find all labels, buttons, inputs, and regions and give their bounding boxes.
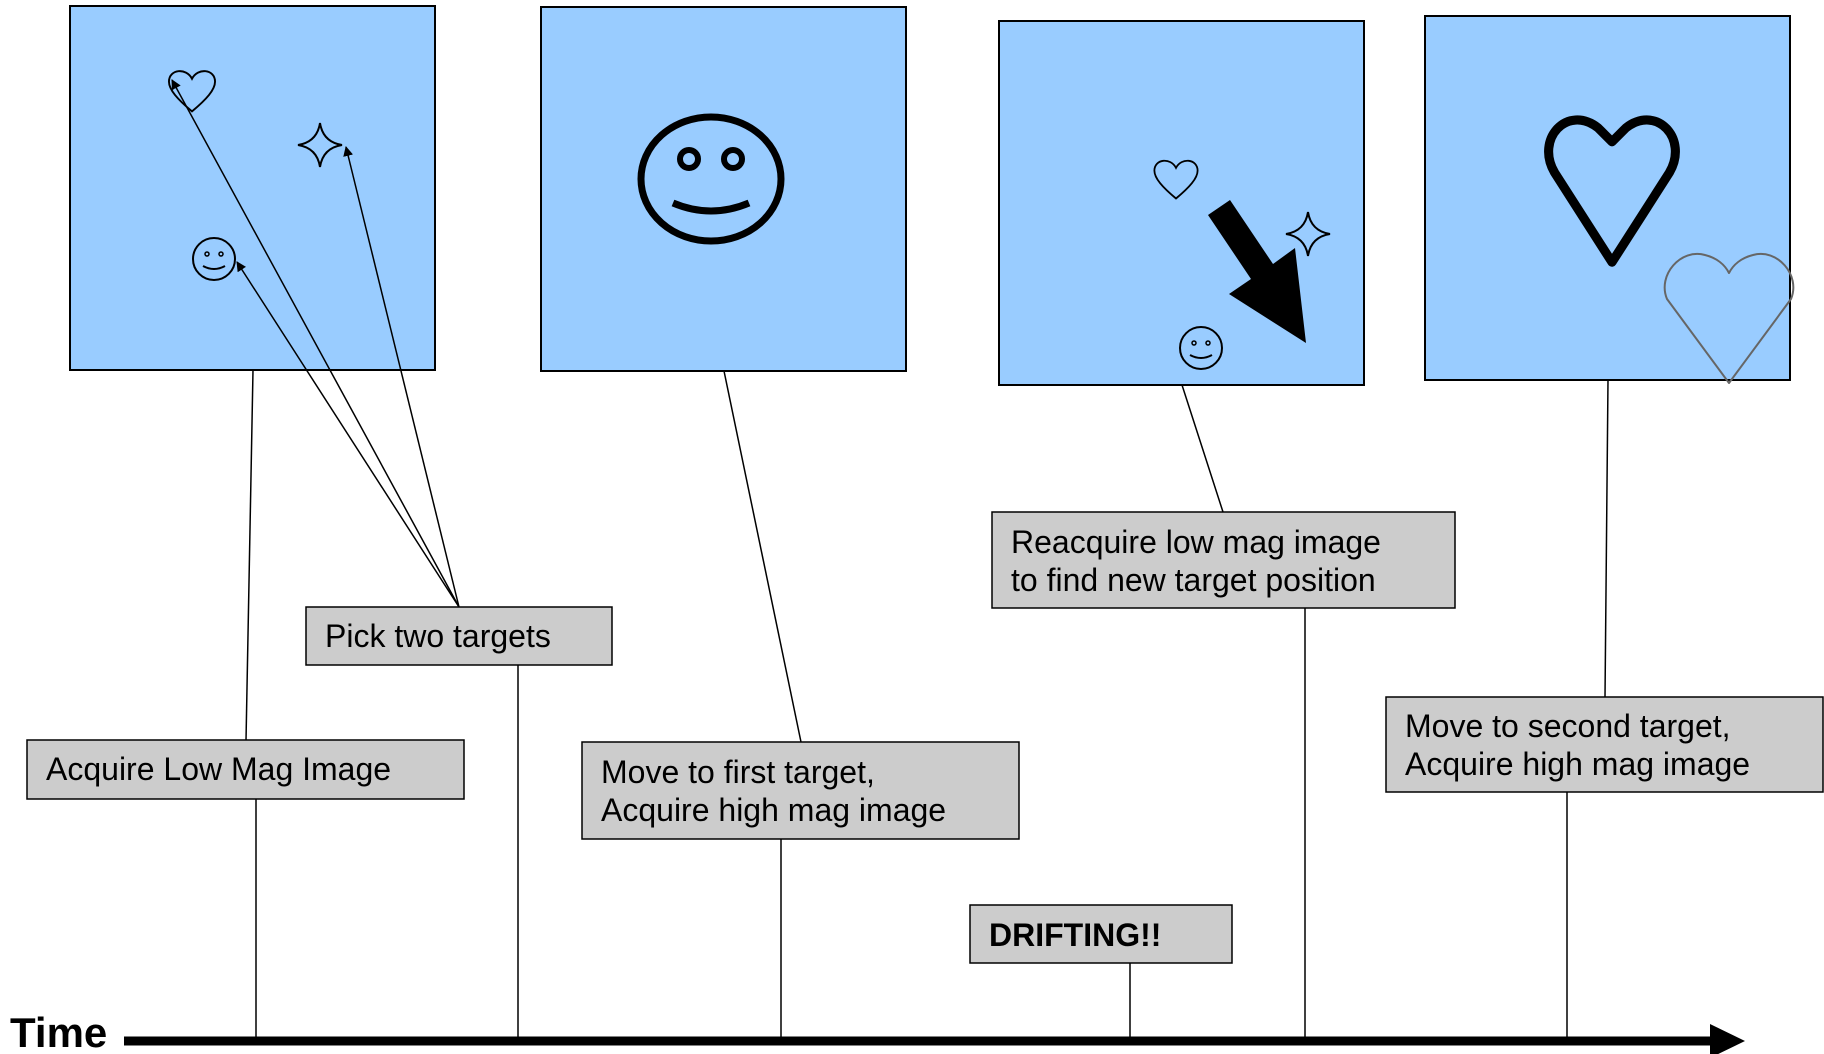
step-label: Pick two targets	[325, 618, 551, 654]
high-mag-image-panel-2	[1424, 15, 1791, 381]
heart-icon	[1153, 159, 1199, 200]
step-label-line: Move to first target,	[601, 754, 875, 790]
smiley-icon	[1179, 326, 1223, 370]
smiley-icon	[192, 237, 236, 281]
step-pick-targets: Pick two targets	[305, 606, 613, 666]
low-mag-image-panel-2	[998, 20, 1365, 386]
step-label: DRIFTING!!	[989, 917, 1161, 953]
smiley-icon	[637, 113, 785, 245]
sparkle-icon	[297, 122, 343, 168]
high-mag-image-panel-1	[540, 6, 907, 372]
step-label-line: Acquire high mag image	[1405, 746, 1750, 782]
step-label-line: to find new target position	[1011, 562, 1376, 598]
drift-arrow-icon	[1208, 200, 1306, 343]
target-pointer-arrow	[236, 261, 460, 608]
step-label-line: Move to second target,	[1405, 708, 1731, 744]
connector-line	[1181, 384, 1224, 513]
connector-line	[245, 369, 254, 742]
connector-line	[723, 370, 802, 743]
step-reacquire-low-mag: Reacquire low mag image to find new targ…	[991, 511, 1456, 609]
step-acquire-low-mag: Acquire Low Mag Image	[26, 739, 465, 800]
heart-icon	[1544, 115, 1680, 267]
step-label-line: Reacquire low mag image	[1011, 524, 1381, 560]
target-pointer-arrow	[343, 146, 460, 608]
step-move-first-target: Move to first target, Acquire high mag i…	[581, 741, 1020, 840]
step-label: Reacquire low mag image to find new targ…	[1011, 524, 1390, 598]
step-drifting: DRIFTING!!	[969, 904, 1233, 964]
step-move-second-target: Move to second target, Acquire high mag …	[1385, 696, 1824, 793]
low-mag-image-panel-1	[69, 5, 436, 371]
heart-icon	[1663, 252, 1795, 384]
step-label-line: Acquire high mag image	[601, 792, 946, 828]
time-axis-label: Time	[10, 1009, 107, 1054]
step-label: Move to second target, Acquire high mag …	[1405, 708, 1750, 782]
time-axis-arrowhead	[1710, 1024, 1745, 1054]
heart-icon	[167, 70, 217, 113]
step-label: Acquire Low Mag Image	[46, 751, 391, 787]
connector-line	[1604, 379, 1609, 698]
target-pointer-arrow	[171, 79, 460, 608]
step-label: Move to first target, Acquire high mag i…	[601, 754, 946, 828]
sparkle-icon	[1285, 211, 1331, 257]
